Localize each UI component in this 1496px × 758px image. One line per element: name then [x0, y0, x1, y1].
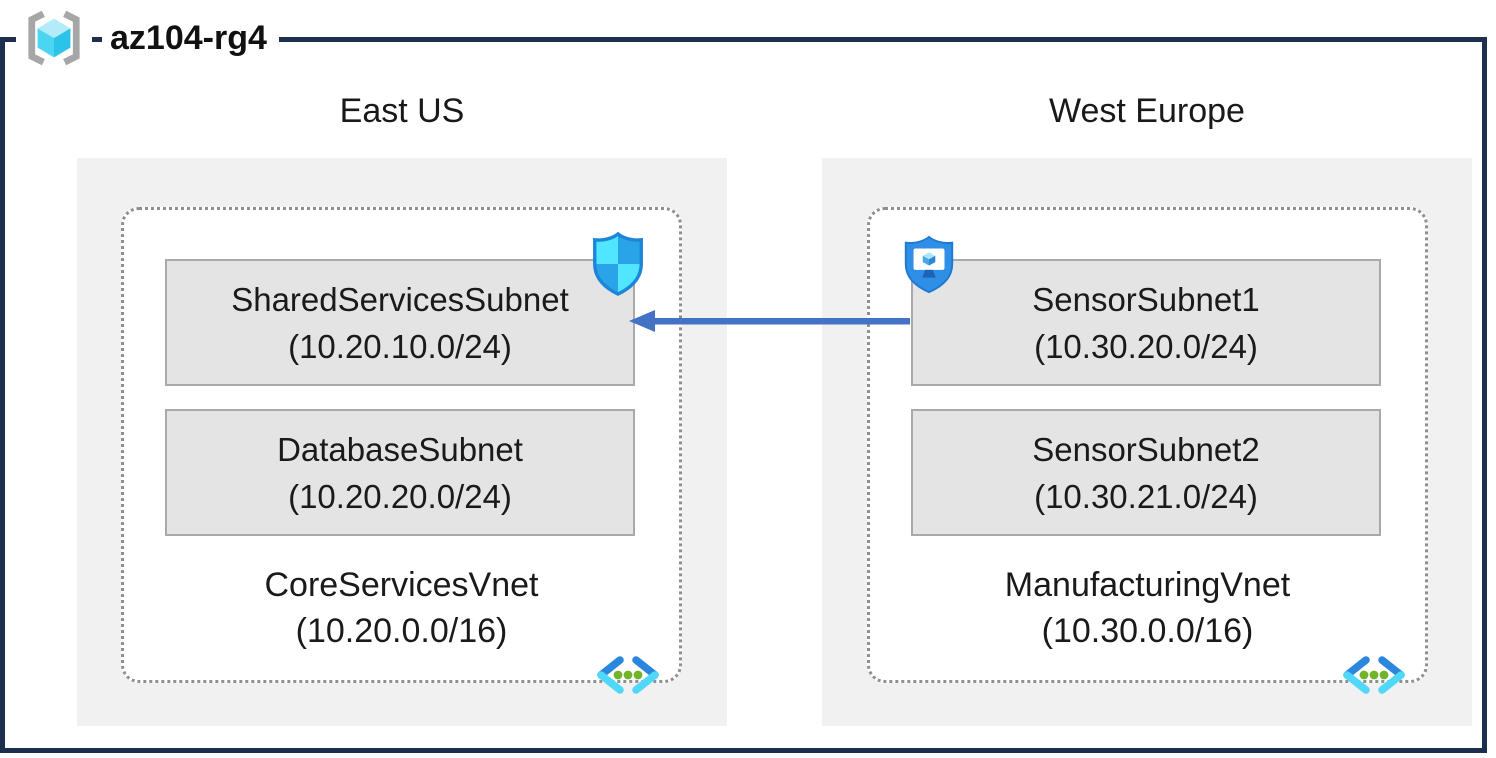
subnet-sensor1: SensorSubnet1 (10.30.20.0/24): [911, 259, 1381, 386]
vnet-name: ManufacturingVnet: [1004, 566, 1291, 604]
resource-group-title: az104-rg4: [102, 8, 279, 68]
subnet-sharedservices: SharedServicesSubnet (10.20.10.0/24): [165, 259, 635, 386]
vnet-cidr: (10.30.0.0/16): [1041, 612, 1254, 650]
subnet-name: SharedServicesSubnet: [231, 280, 569, 318]
network-security-group-shield-icon: [587, 231, 649, 297]
subnet-name: SensorSubnet1: [1032, 280, 1260, 318]
region-east-us-title: East US: [339, 92, 465, 130]
resource-group-header: az104-rg4: [16, 6, 279, 70]
subnet-cidr: (10.20.10.0/24): [288, 327, 512, 365]
subnet-name: SensorSubnet2: [1032, 430, 1260, 468]
resource-group-boundary: [0, 37, 1487, 753]
region-west-europe-title: West Europe: [1049, 92, 1245, 130]
vnet-coreservices-box: SharedServicesSubnet (10.20.10.0/24) Dat…: [121, 207, 682, 694]
vnet-cidr: (10.20.0.0/16): [295, 612, 508, 650]
shielded-vm-icon: [899, 235, 959, 295]
vnet-name: CoreServicesVnet: [264, 566, 539, 604]
virtual-network-icon: [1341, 655, 1407, 695]
virtual-network-icon: [595, 655, 661, 695]
subnet-name: DatabaseSubnet: [277, 430, 523, 468]
peering-arrow: [627, 307, 910, 335]
vnet-coreservices-label: CoreServicesVnet (10.20.0.0/16): [124, 562, 679, 654]
subnet-sensor2: SensorSubnet2 (10.30.21.0/24): [911, 409, 1381, 536]
vnet-manufacturing-box: SensorSubnet1 (10.30.20.0/24) SensorSubn…: [867, 207, 1428, 694]
resource-group-icon: [16, 9, 92, 67]
vnet-manufacturing-label: ManufacturingVnet (10.30.0.0/16): [870, 562, 1425, 654]
subnet-cidr: (10.30.21.0/24): [1034, 477, 1258, 515]
subnet-cidr: (10.20.20.0/24): [288, 477, 512, 515]
subnet-cidr: (10.30.20.0/24): [1034, 327, 1258, 365]
subnet-database: DatabaseSubnet (10.20.20.0/24): [165, 409, 635, 536]
